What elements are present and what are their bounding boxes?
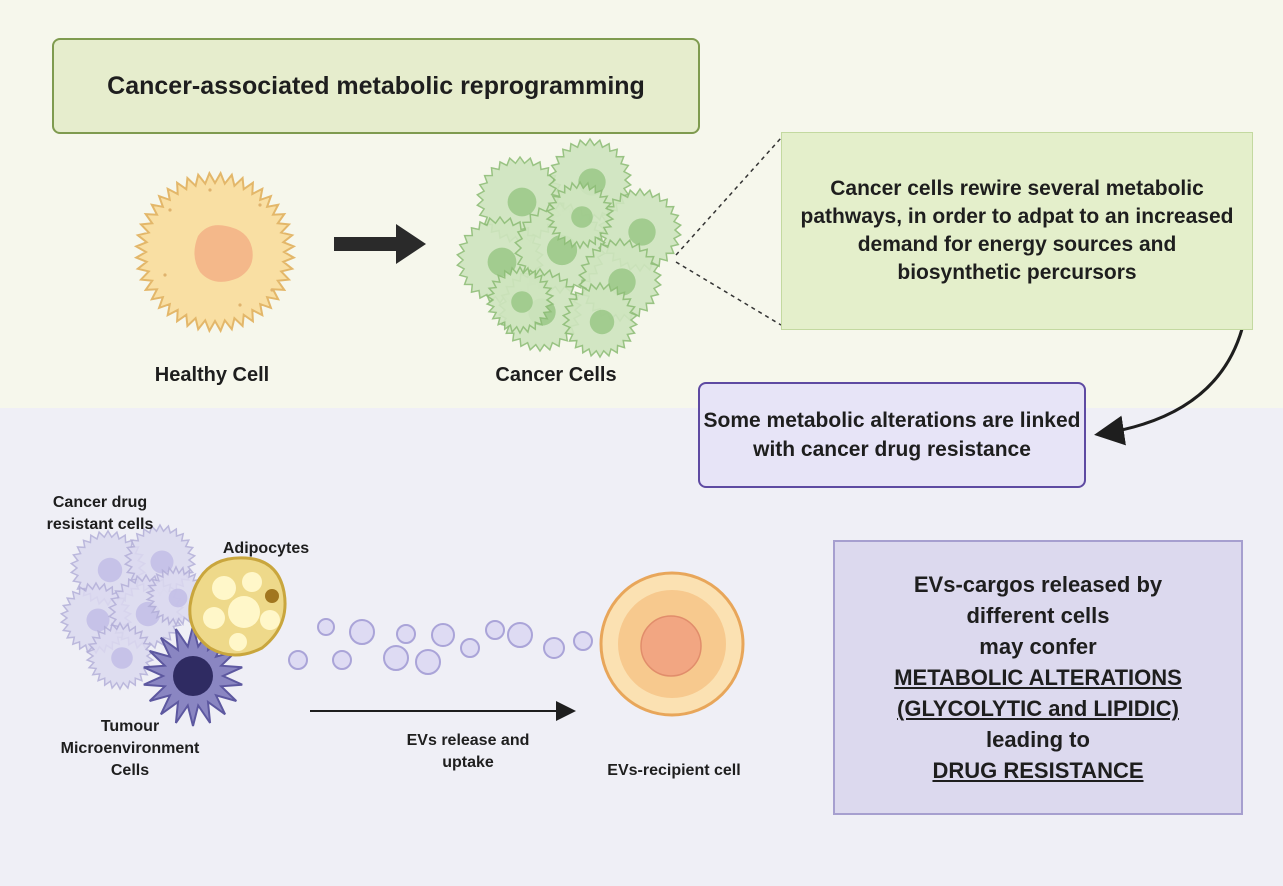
evs-box-line2: different cells xyxy=(966,603,1110,628)
cancer-nucleus xyxy=(546,234,578,266)
vesicle xyxy=(332,650,352,670)
evs-release-label-line2: uptake xyxy=(442,754,494,771)
cancer-nucleus xyxy=(507,187,537,217)
vesicle xyxy=(573,631,593,651)
resistant-nucleus xyxy=(150,550,174,574)
vesicle xyxy=(317,618,335,636)
cancer-nucleus xyxy=(571,206,593,228)
tme-cells-label-line3: Cells xyxy=(110,762,150,779)
evs-box-line4: METABOLIC ALTERATIONS xyxy=(894,665,1182,690)
metabolic-rewiring-box: Cancer cells rewire several metabolic pa… xyxy=(781,132,1253,330)
drug-resistant-cells-illustration xyxy=(59,523,207,691)
evs-box-line6: leading to xyxy=(986,727,1090,752)
vesicle xyxy=(288,650,308,670)
vesicle xyxy=(383,645,409,671)
cancer-nucleus xyxy=(487,247,517,277)
vesicle xyxy=(396,624,416,644)
vesicle xyxy=(460,638,480,658)
cancer-nucleus xyxy=(511,291,533,313)
cancer-cells-label: Cancer Cells xyxy=(495,364,617,386)
evs-release-label: EVs release and uptake xyxy=(388,730,548,774)
evs-release-label-line1: EVs release and xyxy=(406,732,530,749)
vesicle xyxy=(543,637,565,659)
vesicle xyxy=(507,622,533,648)
adipocyte-illustration xyxy=(188,556,287,657)
recipient-cell-illustration xyxy=(599,571,745,717)
tme-cells-label-line1: Tumour xyxy=(100,718,160,735)
healthy-cell-illustration xyxy=(133,170,297,334)
transformation-arrow xyxy=(334,224,426,264)
evs-recipient-label: EVs-recipient cell xyxy=(607,762,741,779)
resistant-nucleus xyxy=(111,647,133,669)
callout-line-bottom xyxy=(675,261,782,326)
evs-box-line1: EVs-cargos released by xyxy=(913,572,1163,597)
resistant-nucleus xyxy=(168,588,188,608)
drug-resistant-cells-label-line2: resistant cells xyxy=(46,516,154,533)
adipocytes-label: Adipocytes xyxy=(222,540,310,557)
tme-cells-label: Tumour Microenvironment Cells xyxy=(50,716,210,782)
resistant-nucleus xyxy=(97,557,123,583)
drug-resistant-cells-label: Cancer drug resistant cells xyxy=(30,492,170,536)
cancer-nucleus xyxy=(589,309,615,335)
evs-conclusion-box: EVs-cargos released by different cells m… xyxy=(833,540,1243,815)
drug-resistance-link-box: Some metabolic alterations are linked wi… xyxy=(698,382,1086,488)
vesicle xyxy=(415,649,441,675)
healthy-cell-label: Healthy Cell xyxy=(154,364,270,386)
diagram-title: Cancer-associated metabolic reprogrammin… xyxy=(52,38,700,134)
extracellular-vesicles xyxy=(288,618,593,675)
evs-box-line5: (GLYCOLYTIC and LIPIDIC) xyxy=(897,696,1179,721)
vesicle xyxy=(349,619,375,645)
cancer-cells-illustration xyxy=(456,137,683,359)
vesicle xyxy=(431,623,455,647)
vesicle xyxy=(485,620,505,640)
drug-resistant-cells-label-line1: Cancer drug xyxy=(52,494,148,511)
cancer-nucleus xyxy=(628,218,656,246)
evs-box-line3: may confer xyxy=(979,634,1097,659)
callout-line-top xyxy=(675,137,782,256)
tme-cells-label-line2: Microenvironment xyxy=(60,740,200,757)
evs-box-line7: DRUG RESISTANCE xyxy=(932,758,1144,783)
resistant-nucleus xyxy=(86,608,110,632)
